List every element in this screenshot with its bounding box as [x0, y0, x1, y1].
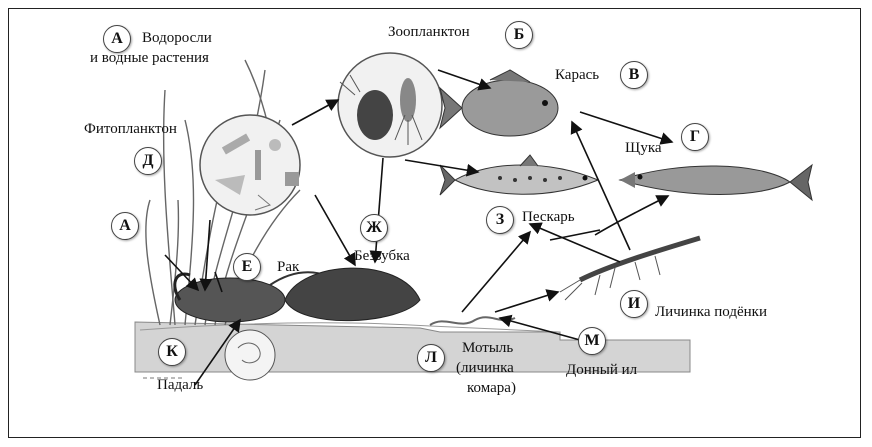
badge-b-zooplankton: Б: [505, 21, 533, 49]
gudgeon-fish: [440, 155, 598, 195]
label-mussel: Беззубка: [354, 248, 410, 265]
badge-l-bloodworm: Л: [417, 344, 445, 372]
phytoplankton-circle: [200, 115, 300, 215]
label-phytoplankton: Фитопланктон: [84, 121, 177, 138]
label-bloodworm-line1: Мотыль: [462, 340, 513, 357]
badge-a-algae: А: [103, 25, 131, 53]
badge-d-phytoplankton: Д: [134, 147, 162, 175]
badge-e-crayfish: Е: [233, 253, 261, 281]
label-algae-line1: Водоросли: [142, 30, 212, 47]
label-crucian: Карась: [555, 67, 599, 84]
label-gudgeon: Пескарь: [522, 209, 575, 226]
badge-i-mayfly: И: [620, 290, 648, 318]
crucian-carp-fish: [440, 70, 558, 136]
label-zooplankton: Зоопланктон: [388, 24, 470, 41]
label-algae-line2: и водные растения: [90, 50, 209, 67]
badge-z-gudgeon: З: [486, 206, 514, 234]
badge-v-crucian: В: [620, 61, 648, 89]
label-crayfish: Рак: [277, 259, 299, 276]
pike-fish: [620, 165, 812, 200]
label-silt: Донный ил: [566, 362, 637, 379]
badge-k-carrion: К: [158, 338, 186, 366]
badge-a-left: А: [111, 212, 139, 240]
carrion-circle: [225, 330, 275, 380]
badge-g-pike: Г: [681, 123, 709, 151]
zooplankton-circle: [338, 53, 442, 157]
label-pike: Щука: [625, 140, 662, 157]
label-bloodworm-line3: комара): [467, 380, 516, 397]
label-carrion: Падаль: [157, 377, 203, 394]
badge-m-silt: М: [578, 327, 606, 355]
label-bloodworm-line2: (личинка: [456, 360, 514, 377]
badge-zh-mussel: Ж: [360, 214, 388, 242]
label-mayfly-larva: Личинка подёнки: [655, 304, 767, 321]
mussel: [285, 268, 420, 321]
